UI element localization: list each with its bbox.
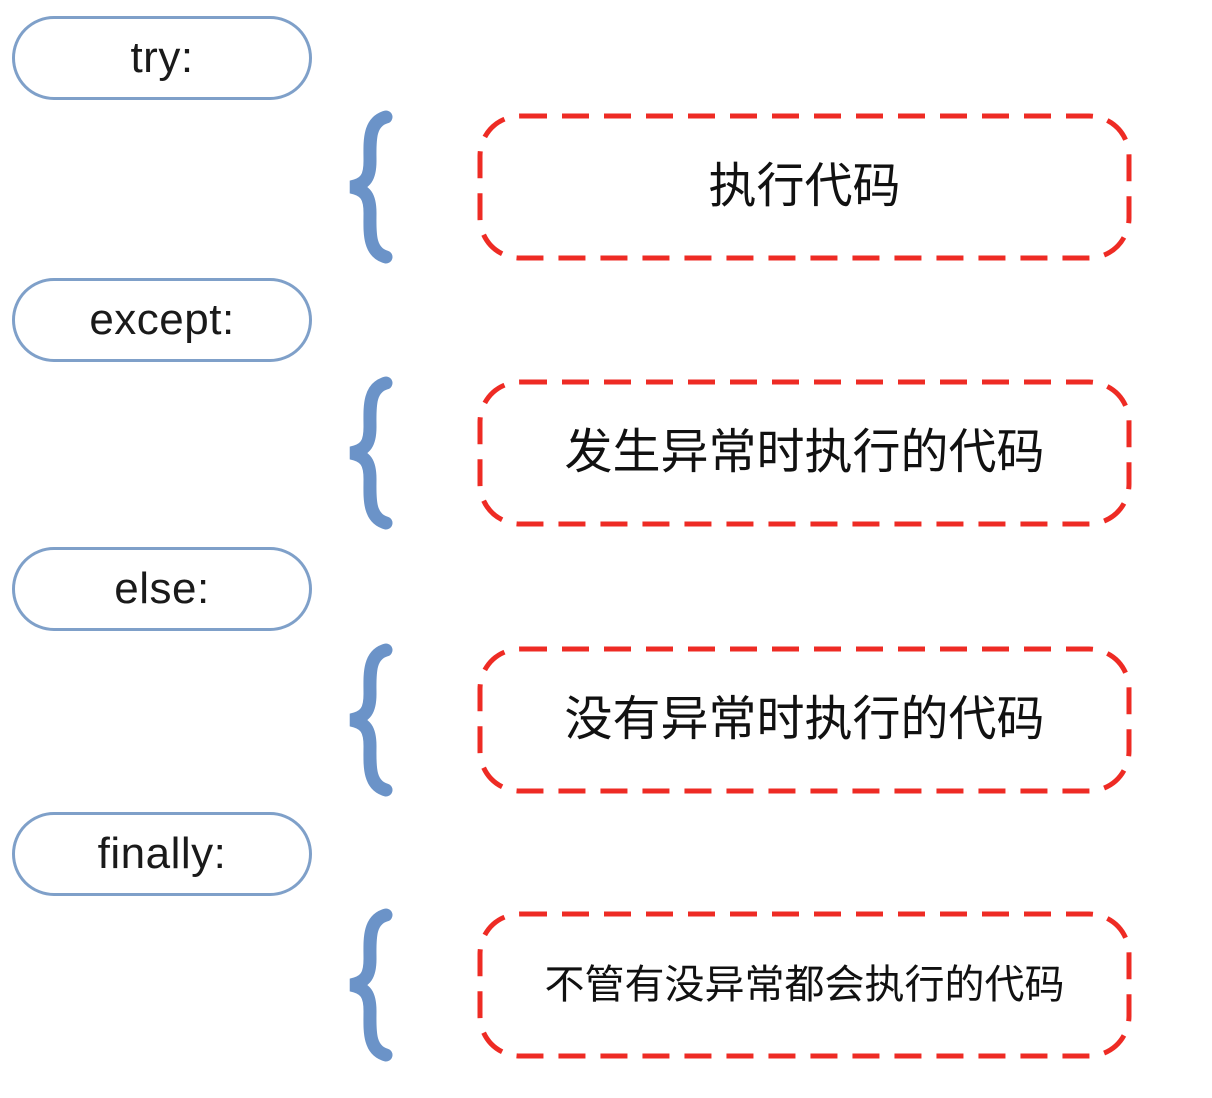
keyword-label-except: except: <box>89 295 235 344</box>
description-label-except: 发生异常时执行的代码 <box>564 426 1045 479</box>
curly-brace-icon <box>332 375 398 531</box>
code-block-except: 发生异常时执行的代码 <box>476 378 1133 528</box>
keyword-pill-try: try: <box>12 16 312 100</box>
keyword-pill-else: else: <box>12 547 312 631</box>
description-label-finally: 不管有没异常都会执行的代码 <box>544 963 1065 1007</box>
curly-brace-icon <box>332 642 398 798</box>
code-block-else: 没有异常时执行的代码 <box>476 645 1133 795</box>
code-block-finally: 不管有没异常都会执行的代码 <box>476 910 1133 1060</box>
keyword-label-else: else: <box>114 564 210 613</box>
keyword-label-try: try: <box>130 33 194 82</box>
curly-brace-icon <box>332 907 398 1063</box>
keyword-label-finally: finally: <box>97 829 227 878</box>
code-block-try: 执行代码 <box>476 112 1133 262</box>
curly-brace-icon <box>332 109 398 265</box>
keyword-pill-finally: finally: <box>12 812 312 896</box>
description-label-else: 没有异常时执行的代码 <box>564 693 1045 746</box>
keyword-pill-except: except: <box>12 278 312 362</box>
description-label-try: 执行代码 <box>708 160 901 213</box>
